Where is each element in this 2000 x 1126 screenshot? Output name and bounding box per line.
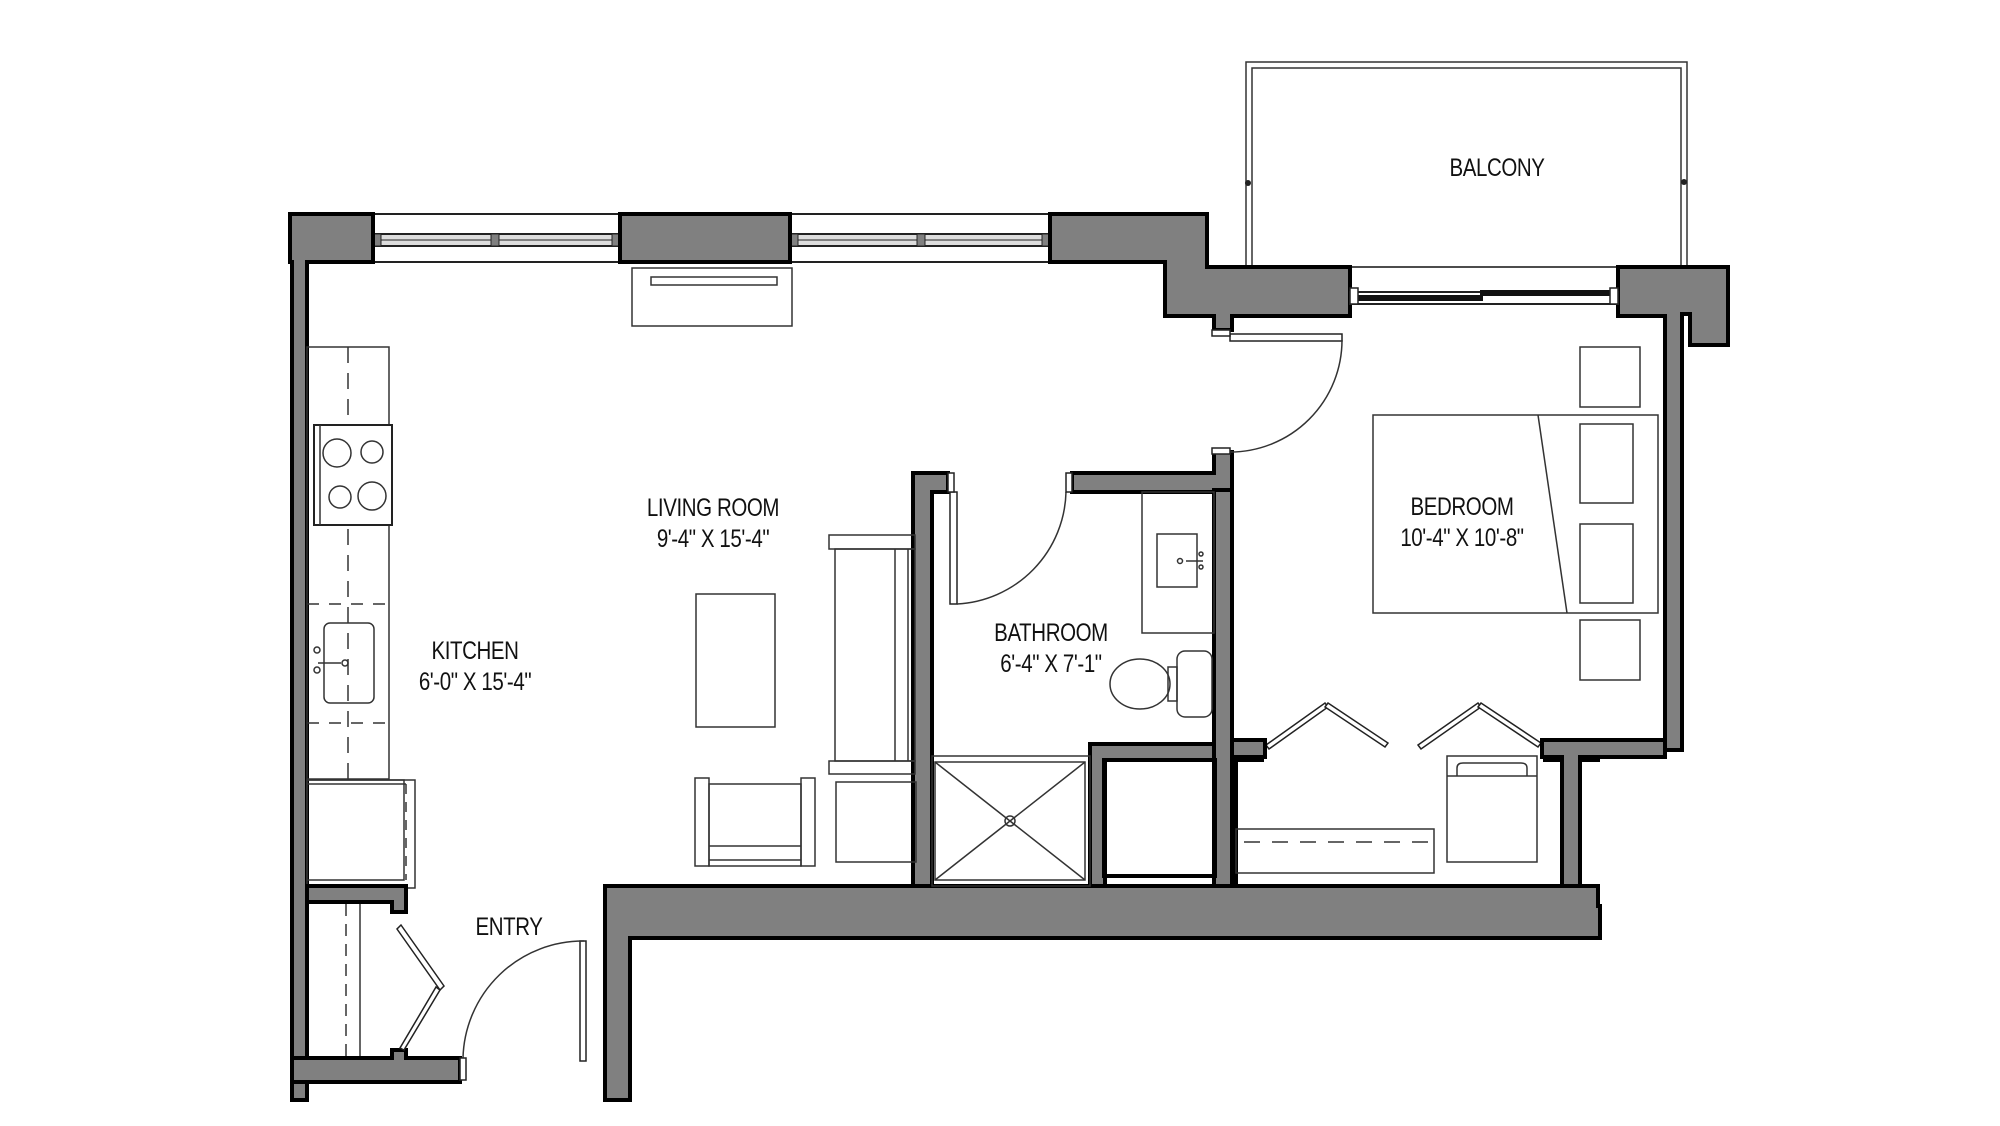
room-name: KITCHEN xyxy=(431,637,519,665)
room-dimensions: 6'-4" X 7'-1" xyxy=(1000,650,1102,678)
shower xyxy=(931,755,1091,887)
tv-console xyxy=(631,267,793,327)
room-label-bedroom: BEDROOM 10'-4" X 10'-8" xyxy=(1387,492,1537,554)
room-dimensions: 9'-4" X 15'-4" xyxy=(656,525,770,553)
room-label-balcony: BALCONY xyxy=(1439,153,1555,184)
bathroom-door[interactable] xyxy=(947,472,1073,605)
washer-dryer xyxy=(1446,755,1538,863)
room-label-entry: ENTRY xyxy=(468,912,550,943)
sliding-door-balcony[interactable] xyxy=(1349,287,1619,305)
window-left xyxy=(372,213,621,263)
room-label-living-room: LIVING ROOM 9'-4" X 15'-4" xyxy=(632,493,793,555)
entry-door[interactable] xyxy=(459,940,587,1081)
room-name: LIVING ROOM xyxy=(646,494,780,522)
bedroom-closet-bifold-doors[interactable] xyxy=(1264,701,1543,751)
kitchen-counter xyxy=(306,346,390,780)
armchair xyxy=(694,777,816,867)
kitchen-sink xyxy=(313,622,375,704)
coffee-table xyxy=(695,593,776,728)
nightstands xyxy=(1579,346,1641,681)
closet-hall xyxy=(1102,758,1217,878)
closet-bifold-door[interactable] xyxy=(396,923,445,1051)
entry-closet xyxy=(290,884,462,1084)
room-name: BEDROOM xyxy=(1410,493,1514,521)
room-dimensions: 6'-0" X 15'-4" xyxy=(418,668,532,696)
room-name: ENTRY xyxy=(475,913,543,941)
room-name: BALCONY xyxy=(1449,154,1545,182)
balcony-railing xyxy=(1245,61,1688,268)
bathroom-vanity xyxy=(1141,491,1215,634)
bedroom-closet-wall-right xyxy=(1540,738,1667,888)
window-right xyxy=(789,213,1051,263)
stove xyxy=(313,424,393,526)
toilet xyxy=(1109,650,1213,718)
bed xyxy=(1372,414,1659,614)
sofa xyxy=(828,534,916,775)
bedroom-door[interactable] xyxy=(1211,329,1343,455)
room-name: BATHROOM xyxy=(994,619,1108,647)
room-label-bathroom: BATHROOM 6'-4" X 7'-1" xyxy=(982,618,1121,680)
room-label-kitchen: KITCHEN 6'-0" X 15'-4" xyxy=(406,636,543,698)
refrigerator xyxy=(306,779,416,889)
closet-shelf xyxy=(1235,828,1435,874)
side-table xyxy=(835,781,917,863)
room-dimensions: 10'-4" X 10'-8" xyxy=(1400,524,1524,552)
